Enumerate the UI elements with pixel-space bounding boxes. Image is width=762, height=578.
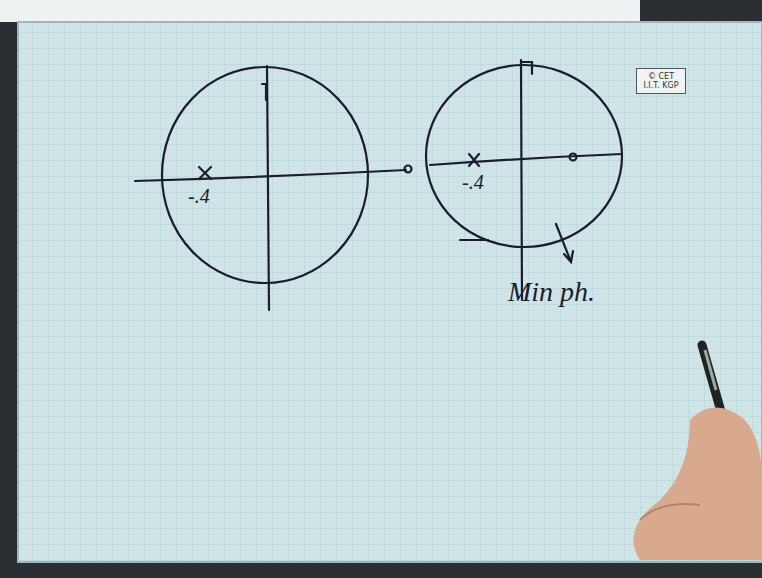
pole-value: -.4 — [462, 172, 484, 192]
stamp-text: © CET I.I.T. KGP — [640, 72, 682, 90]
pole-value: -.4 — [188, 186, 210, 206]
min-phase-note: Min ph. — [508, 278, 595, 306]
copyright-stamp: © CET I.I.T. KGP — [636, 68, 686, 94]
